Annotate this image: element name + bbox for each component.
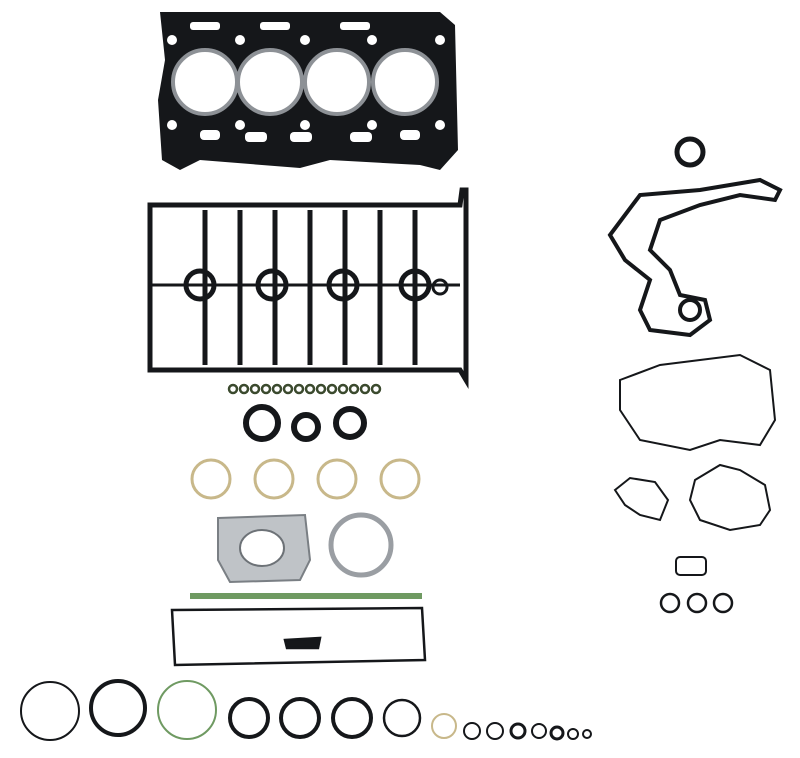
cylinder-head-gasket — [158, 12, 458, 170]
bottom-o-rings — [20, 679, 592, 741]
turbo-gasket — [217, 512, 394, 584]
timing-cover-gasket — [607, 136, 783, 338]
valve-cover-gasket — [147, 187, 469, 390]
oil-pan-gasket — [170, 606, 427, 667]
intake-rings — [190, 458, 421, 500]
water-pump-gaskets — [613, 353, 777, 576]
right-small-rings — [659, 592, 734, 614]
green-seal-strip — [190, 593, 422, 599]
small-o-rings — [227, 383, 382, 395]
shaft-seals — [243, 404, 367, 442]
